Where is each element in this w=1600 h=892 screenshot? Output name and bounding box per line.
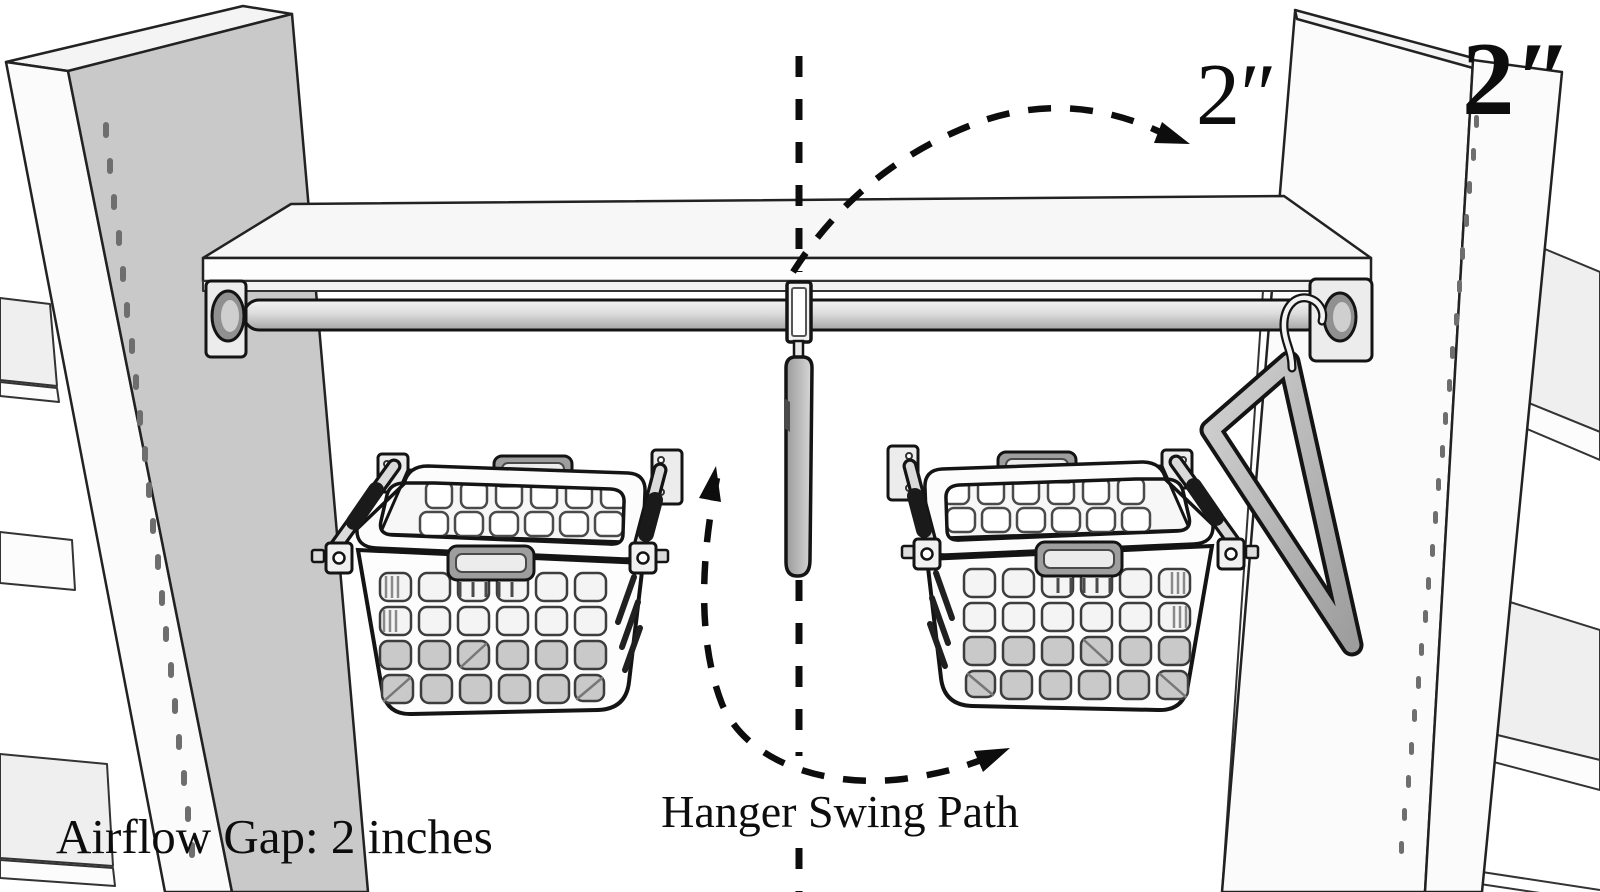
swing-arrowhead-right <box>974 748 1010 772</box>
swing-arrowhead-up <box>699 466 721 502</box>
hanger-front <box>784 280 814 578</box>
corner-dimension-label: 2″ <box>1462 20 1573 137</box>
swing-path-arc <box>699 466 1010 785</box>
rod-bracket-left <box>204 279 248 359</box>
pullout-basket-left <box>312 450 682 714</box>
shelf <box>201 194 1373 292</box>
hanger-swung <box>1199 293 1364 657</box>
clearance-arrowhead <box>1154 122 1190 144</box>
right-panel-front-edge <box>1423 58 1564 892</box>
left-panel-front-edge <box>4 60 234 892</box>
pullout-basket-right <box>888 446 1258 710</box>
left-panel-peg-holes <box>103 122 195 858</box>
clearance-dimension-label: 2″ <box>1196 47 1277 144</box>
closet-rod <box>204 277 1374 363</box>
left-background-shelves <box>0 297 116 887</box>
swing-path-label: Hanger Swing Path <box>661 786 1019 837</box>
right-panel-peg-holes <box>1399 115 1479 854</box>
clearance-arc <box>790 104 1190 274</box>
airflow-gap-label: Airflow Gap: 2 inches <box>56 809 493 864</box>
